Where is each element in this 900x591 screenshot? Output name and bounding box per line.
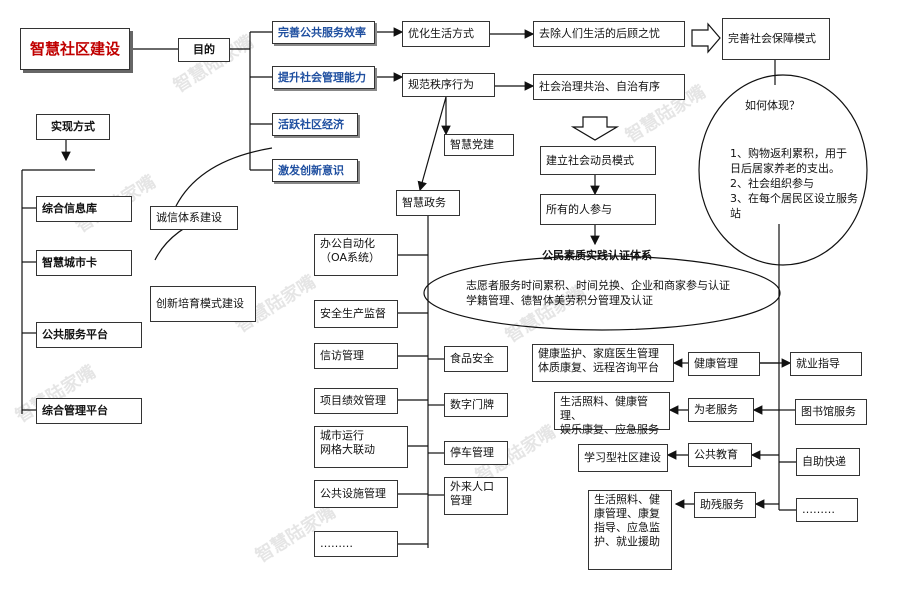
civic-description: 志愿者服务时间累积、时间兑换、企业和商家参与认证 学籍管理、德智体美劳积分管理及… [466,279,730,307]
egov-item: ……… [314,531,398,557]
elderly-detail: 生活照料、健康管理、 娱乐康复、应急服务 [554,392,670,436]
learning-community: 学习型社区建设 [578,444,668,472]
egov-sub: 停车管理 [444,441,508,465]
employment-guidance: 就业指导 [790,352,862,376]
public-education: 公共教育 [688,443,752,467]
implementation-item: 综合管理平台 [36,398,142,424]
goal-item: 完善公共服务效率 [272,21,375,44]
egov-sub: 外来人口 管理 [444,477,508,515]
all-participate: 所有的人参与 [540,194,656,225]
egov-item: 公共设施管理 [314,480,398,508]
credit-system: 诚信体系建设 [150,206,238,230]
governance: 社会治理共治、自治有序 [533,74,685,100]
goal-item: 激发创新意识 [272,159,358,182]
how-question: 如何体现？ [745,99,800,112]
mobilization-mode: 建立社会动员模式 [540,146,656,175]
disabled-detail: 生活照料、健 康管理、康复 指导、应急监 护、就业援助 [588,490,672,570]
remove-worries: 去除人们生活的后顾之忧 [533,21,685,47]
egov-item: 安全生产监督 [314,300,398,328]
elderly-service: 为老服务 [688,398,754,422]
egov-item: 城市运行 网格大联动 [314,426,408,468]
how-items: 1、购物返利累积，用于 日后居家养老的支出。 2、社会组织参与 3、在每个居民区… [730,147,858,220]
egov-sub: 食品安全 [444,346,508,372]
implementation-item: 智慧城市卡 [36,250,132,276]
regulate-order: 规范秩序行为 [402,73,495,97]
implementation-item: 综合信息库 [36,196,132,222]
egov-item: 办公自动化 （OA系统） [314,234,398,276]
egov-item: 项目绩效管理 [314,388,398,414]
more-services: ……… [796,498,858,522]
goal-item: 提升社会管理能力 [272,66,375,89]
goal-label: 目的 [178,38,230,62]
innovation-mode: 创新培育模式建设 [150,286,256,322]
smart-egov: 智慧政务 [396,190,460,216]
egov-sub: 数字门牌 [444,393,508,417]
security-mode: 完善社会保障模式 [722,18,830,60]
civic-system: 公民素质实践认证体系 [542,249,652,262]
optimize-lifestyle: 优化生活方式 [402,21,490,47]
implementation-item: 公共服务平台 [36,322,142,348]
goal-item: 活跃社区经济 [272,113,358,136]
egov-item: 信访管理 [314,343,398,369]
smart-party: 智慧党建 [444,134,514,156]
health-detail: 健康监护、家庭医生管理 体质康复、远程咨询平台 [532,344,674,382]
diagram-title: 智慧社区建设 [20,28,130,70]
self-service-express: 自助快递 [796,448,860,476]
health-management: 健康管理 [688,352,760,376]
implementation-label: 实现方式 [36,114,110,140]
disabled-service: 助残服务 [694,492,756,518]
library-service: 图书馆服务 [795,399,867,425]
